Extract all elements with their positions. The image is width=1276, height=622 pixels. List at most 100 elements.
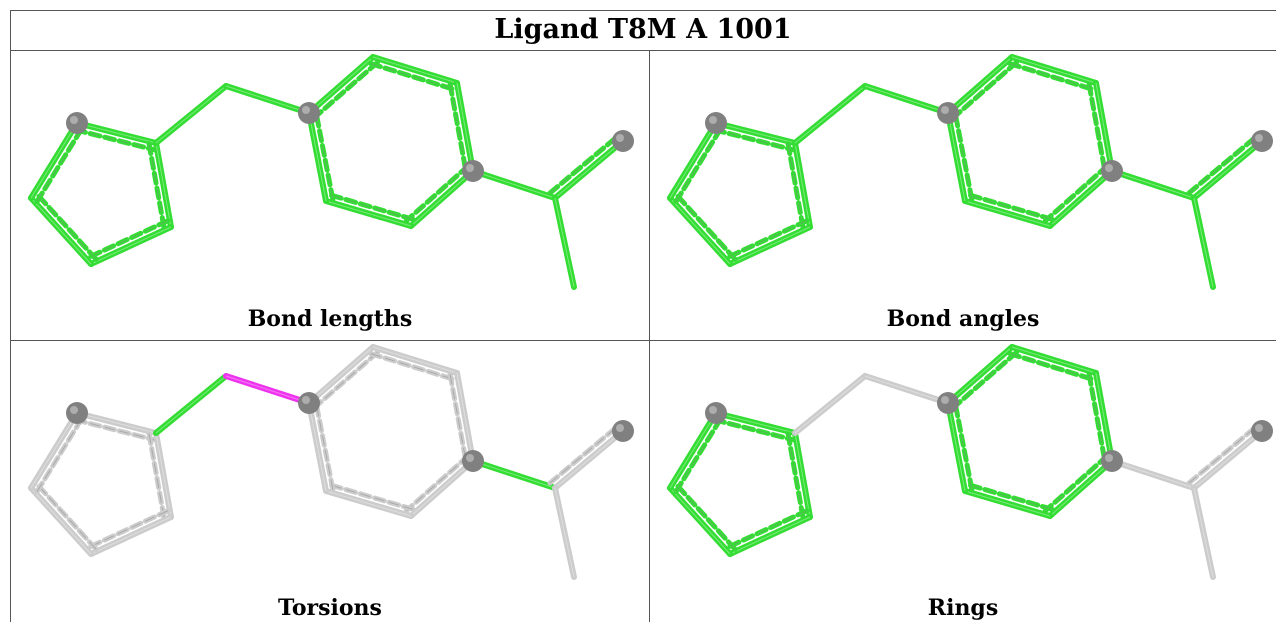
atom-a1: [705, 112, 727, 134]
caption-rings: Rings: [927, 595, 999, 621]
atom-highlight: [70, 116, 78, 124]
atom-a7: [298, 102, 320, 124]
bond-b09: [368, 54, 460, 93]
bond-b14: [470, 458, 558, 491]
atom-highlight: [709, 116, 717, 124]
atom-a14: [612, 130, 634, 152]
bond-b07: [223, 83, 312, 116]
bond-b07: [862, 373, 951, 406]
atom-highlight: [1105, 454, 1113, 462]
bond-b06: [792, 83, 868, 146]
bond-b04: [28, 480, 99, 557]
bond-b16: [552, 485, 577, 580]
bond-b12: [962, 191, 1055, 229]
table-title: Ligand T8M A 1001: [494, 14, 792, 45]
bond-b15: [547, 423, 626, 491]
bond-b13: [945, 109, 975, 204]
bond-b08: [306, 344, 381, 411]
bond-b01: [712, 120, 798, 153]
bond-b03: [85, 508, 174, 557]
panel-bond-lengths: Bond lengths: [11, 51, 649, 340]
atom-a10: [1101, 160, 1123, 182]
bond-b16: [552, 195, 577, 290]
bond-b11: [403, 163, 476, 229]
bond-b02: [146, 430, 174, 521]
bond-b03: [85, 218, 174, 267]
bond-b16: [1191, 195, 1216, 290]
bond-b11: [1042, 163, 1115, 229]
atom-highlight: [941, 396, 949, 404]
atom-a7: [937, 392, 959, 414]
atom-highlight: [1105, 164, 1113, 172]
atom-highlight: [709, 406, 717, 414]
atom-a7: [298, 392, 320, 414]
bond-b05: [667, 120, 725, 205]
bond-b06: [792, 373, 868, 436]
bond-b12: [323, 481, 416, 519]
bond-b09: [1007, 344, 1099, 383]
bond-b08: [306, 54, 381, 121]
bond-b12: [962, 481, 1055, 519]
bond-b15: [547, 133, 626, 201]
bond-b11: [1042, 453, 1115, 519]
caption-bond-angles: Bond angles: [886, 306, 1040, 332]
atom-highlight: [70, 406, 78, 414]
atom-a10: [1101, 450, 1123, 472]
bond-b07: [862, 83, 951, 116]
bond-b03: [724, 508, 813, 557]
bond-b10: [447, 80, 476, 175]
atom-a1: [66, 402, 88, 424]
bond-b13: [306, 399, 336, 494]
atom-a10: [462, 160, 484, 182]
atom-highlight: [1255, 134, 1263, 142]
bond-b08: [945, 344, 1020, 411]
bond-b04: [28, 190, 99, 267]
bond-b10: [1086, 370, 1115, 465]
atom-highlight: [616, 424, 624, 432]
bond-b04: [667, 190, 738, 267]
atom-highlight: [466, 454, 474, 462]
atom-highlight: [941, 106, 949, 114]
molecule-bond-lengths: [28, 54, 634, 290]
atom-highlight: [302, 396, 310, 404]
panel-bond-angles: Bond angles: [650, 51, 1276, 340]
bond-b05: [667, 410, 725, 495]
bond-b14: [470, 168, 558, 201]
atom-a14: [612, 420, 634, 442]
atom-a14: [1251, 130, 1273, 152]
bond-b02: [785, 140, 813, 231]
bond-b03: [724, 218, 813, 267]
bond-b05: [28, 120, 86, 205]
bond-b07: [223, 373, 312, 406]
bond-b08: [945, 54, 1020, 121]
bond-b11: [403, 453, 476, 519]
atom-a1: [66, 112, 88, 134]
bond-b13: [306, 109, 336, 204]
atom-a14: [1251, 420, 1273, 442]
bond-b02: [146, 140, 174, 231]
bond-b01: [73, 120, 159, 153]
atom-highlight: [466, 164, 474, 172]
bond-b09: [1007, 54, 1099, 93]
bond-b10: [447, 370, 476, 465]
bond-b14: [1109, 458, 1197, 491]
bond-b05: [28, 410, 86, 495]
bond-b13: [945, 399, 975, 494]
bond-b01: [73, 410, 159, 443]
bond-b16: [1191, 485, 1216, 580]
atom-highlight: [1255, 424, 1263, 432]
panel-rings: Rings: [650, 341, 1276, 622]
atom-highlight: [302, 106, 310, 114]
bond-b15: [1186, 423, 1265, 491]
bond-b14: [1109, 168, 1197, 201]
bond-b15: [1186, 133, 1265, 201]
bond-b01: [712, 410, 798, 443]
bond-b09: [368, 344, 460, 383]
atom-a7: [937, 102, 959, 124]
molecule-bond-angles: [667, 54, 1273, 290]
bond-b10: [1086, 80, 1115, 175]
bond-b06: [153, 373, 229, 436]
bond-b06: [153, 83, 229, 146]
